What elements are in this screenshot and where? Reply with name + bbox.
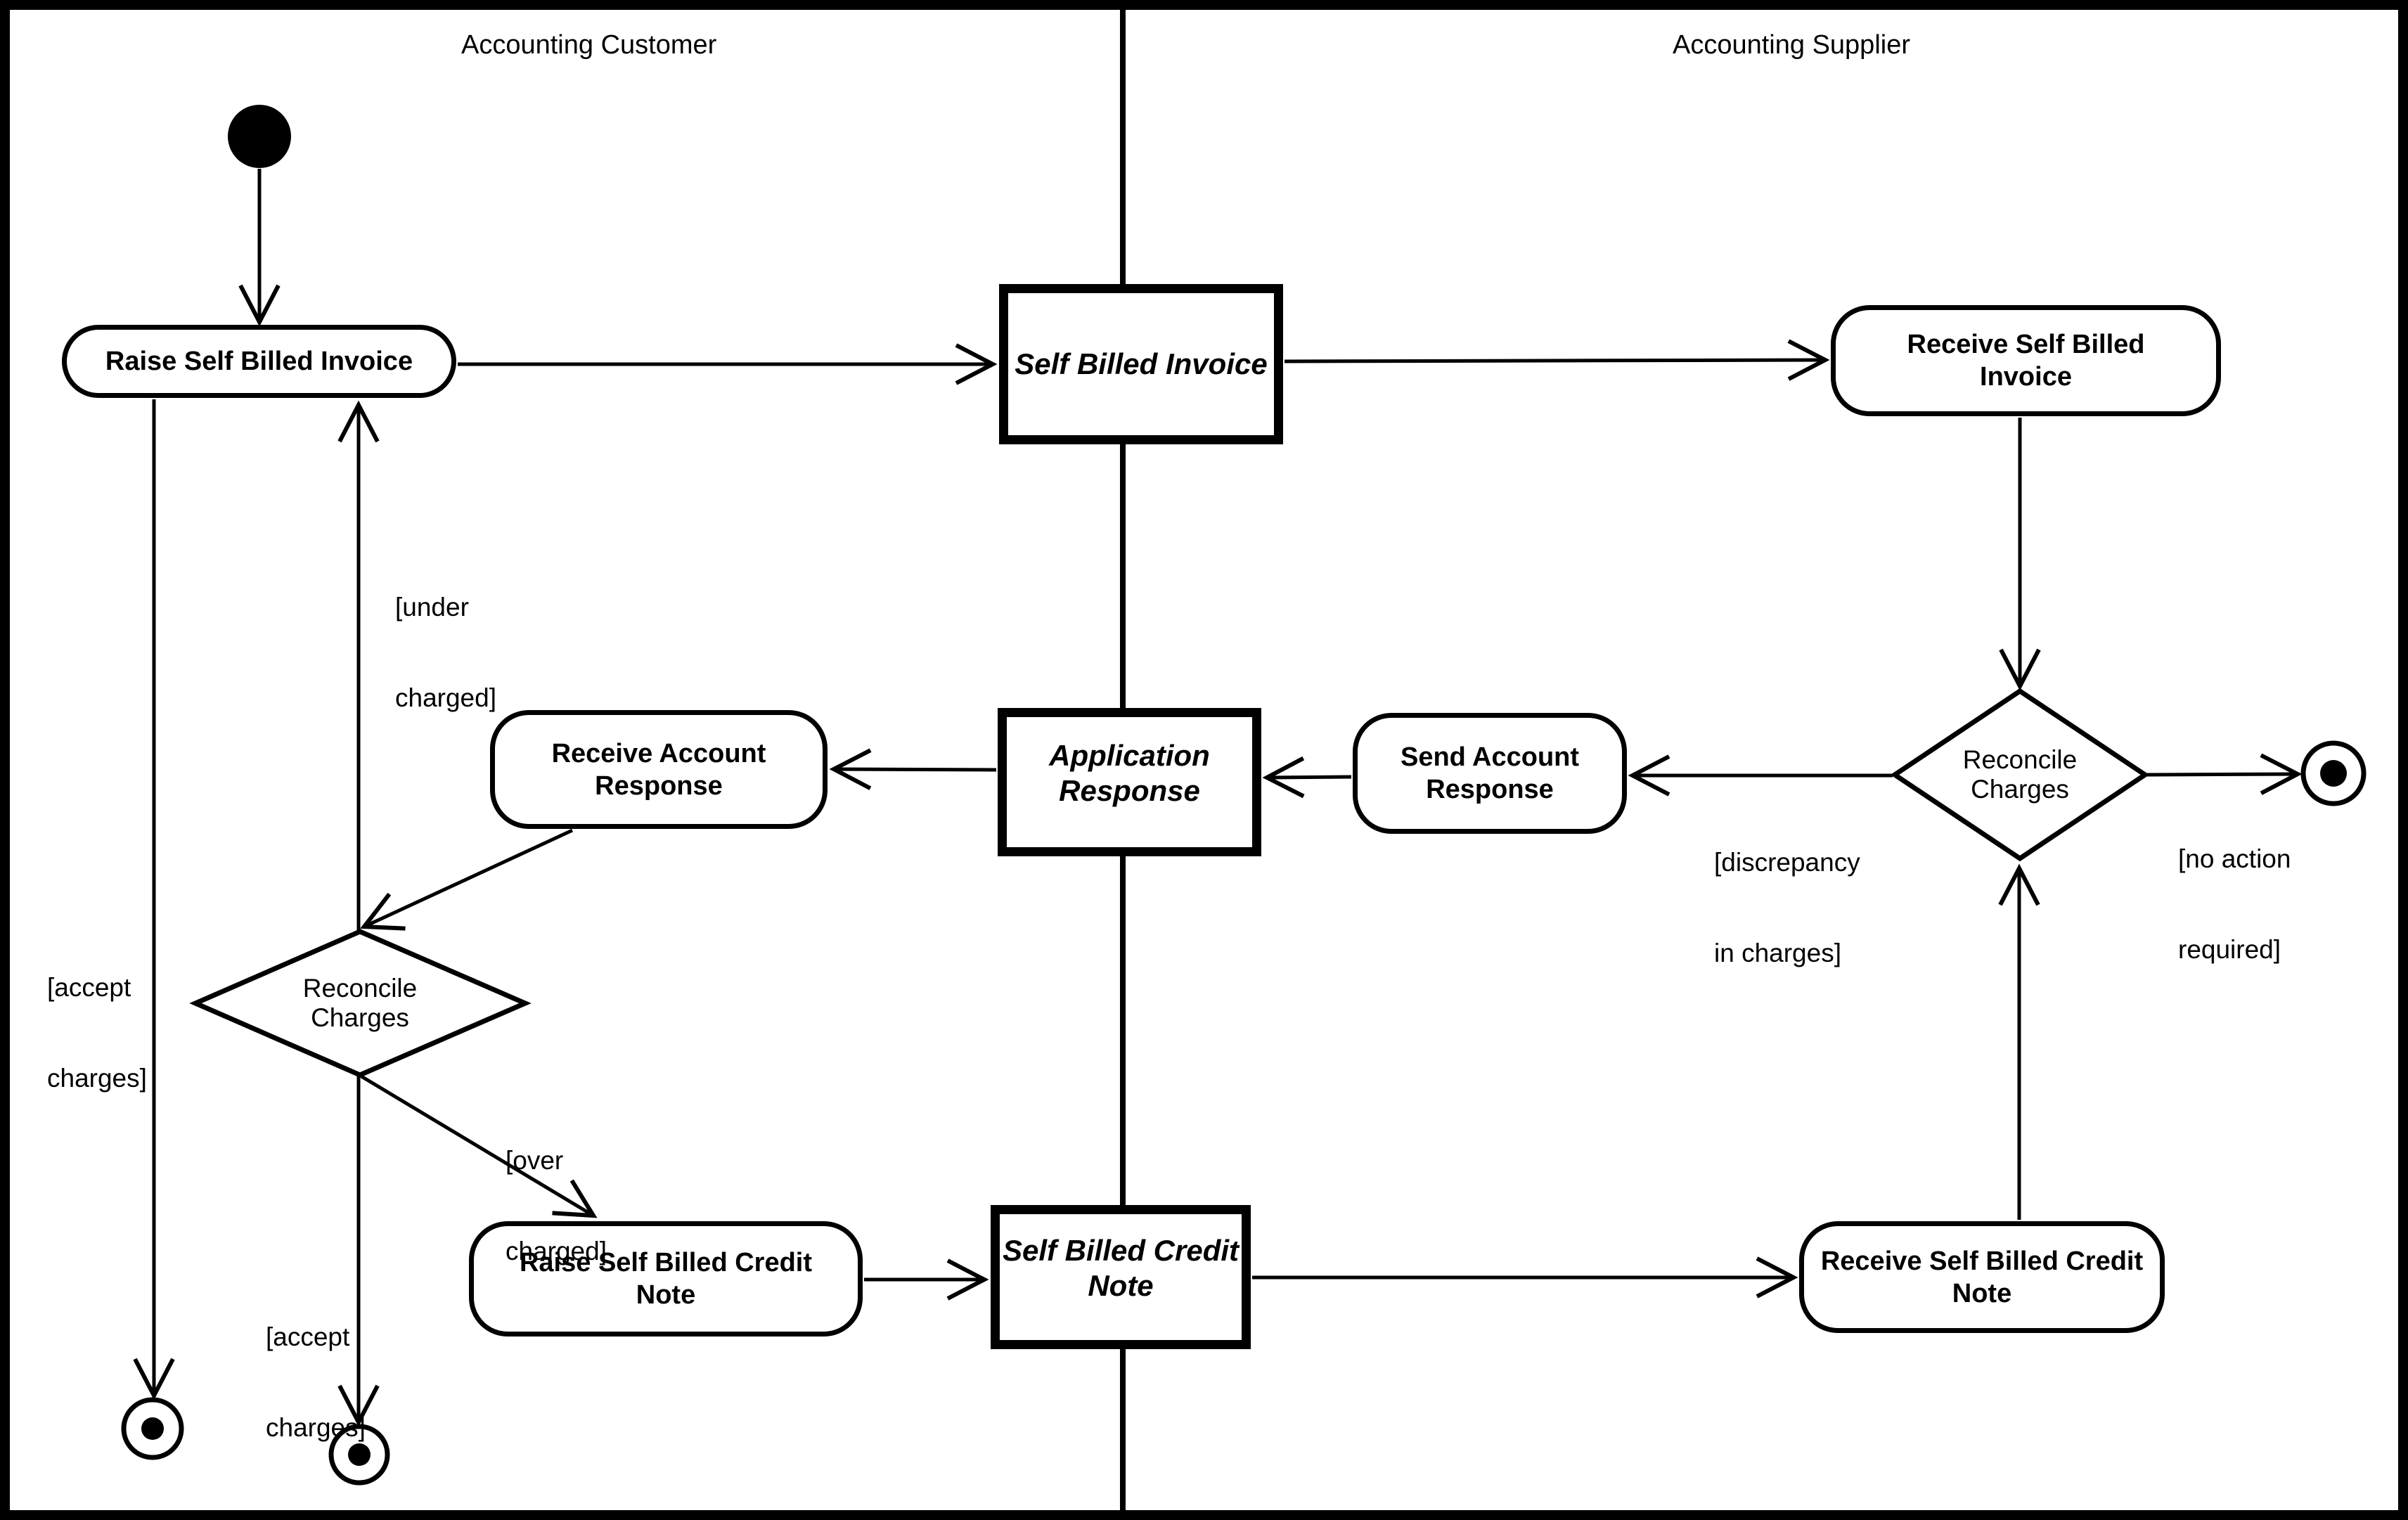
guard-over-charged: [over charged] bbox=[506, 1085, 607, 1327]
decision-reconcile-charges-customer bbox=[189, 929, 532, 1078]
guard-line1: [accept bbox=[47, 973, 131, 1002]
final-node-accept-invoice bbox=[121, 1397, 184, 1460]
activity-label-line1: Raise Self Billed Credit bbox=[519, 1248, 812, 1277]
object-label-line2: Note bbox=[1088, 1268, 1154, 1302]
edge-ar-object-to-receive-ar bbox=[829, 748, 997, 790]
edge-send-ar-to-ar-object bbox=[1262, 756, 1352, 799]
lane-header-accounting-customer: Accounting Customer bbox=[461, 30, 717, 60]
object-label: Self Billed Invoice bbox=[1015, 347, 1268, 380]
edge-supplier-decision-to-final bbox=[2146, 753, 2303, 795]
guard-line1: [accept bbox=[266, 1322, 350, 1351]
final-node-accept-decision bbox=[328, 1424, 390, 1486]
guard-line2: required] bbox=[2178, 935, 2281, 964]
guard-accept-charges-decision: [accept charges] bbox=[266, 1261, 366, 1503]
guard-line2: charges] bbox=[266, 1413, 366, 1442]
activity-label-line1: Receive Self Billed Credit bbox=[1820, 1246, 2144, 1276]
object-self-billed-invoice: Self Billed Invoice bbox=[999, 284, 1283, 444]
object-label-line1: Self Billed Credit bbox=[1002, 1233, 1240, 1267]
object-label-line2: Response bbox=[1059, 773, 1200, 807]
object-self-billed-credit-note: Self Billed Credit Note bbox=[991, 1205, 1251, 1349]
lane-header-accounting-supplier: Accounting Supplier bbox=[1673, 30, 1910, 60]
activity-send-account-response: Send Account Response bbox=[1353, 713, 1627, 834]
guard-line1: [no action bbox=[2178, 844, 2291, 873]
initial-node bbox=[228, 105, 291, 168]
guard-discrepancy-in-charges: [discrepancy in charges] bbox=[1714, 787, 1860, 1029]
activity-label-line2: Note bbox=[636, 1280, 696, 1310]
activity-label-line2: Note bbox=[1952, 1278, 2012, 1308]
activity-receive-self-billed-invoice: Receive Self Billed Invoice bbox=[1831, 305, 2221, 416]
object-label-line1: Application bbox=[1049, 738, 1210, 772]
guard-line2: charged] bbox=[506, 1237, 607, 1265]
guard-line2: in charges] bbox=[1714, 939, 1841, 967]
guard-line2: charges] bbox=[47, 1064, 147, 1093]
guard-line1: [discrepancy bbox=[1714, 848, 1860, 877]
decision-label-line2: Charges bbox=[1971, 775, 2069, 804]
edge-receive-ar-to-customer-decision bbox=[360, 828, 574, 931]
guard-under-charged: [under charged] bbox=[395, 532, 496, 773]
activity-raise-self-billed-invoice: Raise Self Billed Invoice bbox=[62, 325, 456, 398]
guard-line2: charged] bbox=[395, 683, 496, 712]
activity-label-line2: Response bbox=[1426, 775, 1554, 804]
edge-sbi-object-to-receive-sbi bbox=[1284, 339, 1830, 381]
activity-label-line1: Receive Account bbox=[551, 738, 766, 768]
guard-line1: [over bbox=[506, 1146, 564, 1175]
activity-label-line2: Response bbox=[595, 771, 723, 801]
final-node-supplier bbox=[2300, 740, 2367, 806]
activity-label-line1: Receive Self Billed bbox=[1907, 330, 2145, 359]
decision-label-reconcile-charges-customer: Reconcile Charges bbox=[219, 974, 501, 1033]
decision-label-line1: Reconcile bbox=[302, 974, 418, 1003]
decision-label-line2: Charges bbox=[311, 1003, 409, 1032]
decision-label-reconcile-charges-supplier: Reconcile Charges bbox=[1879, 745, 2161, 804]
guard-no-action-required: [no action required] bbox=[2178, 783, 2291, 1025]
activity-label-line1: Send Account bbox=[1400, 742, 1580, 772]
guard-line1: [under bbox=[395, 593, 469, 621]
decision-label-line1: Reconcile bbox=[1962, 745, 2078, 774]
activity-raise-self-billed-credit-note: Raise Self Billed Credit Note bbox=[469, 1221, 863, 1337]
activity-label: Raise Self Billed Invoice bbox=[105, 347, 413, 376]
guard-accept-charges-invoice: [accept charges] bbox=[47, 912, 147, 1154]
edge-customer-decision-to-raise-sbcn-over-charged bbox=[360, 1074, 598, 1218]
diagram-wires bbox=[121, 10, 2367, 1510]
decision-reconcile-charges-supplier bbox=[1890, 688, 2150, 862]
activity-label-line2: Invoice bbox=[1980, 362, 2072, 392]
activity-receive-account-response: Receive Account Response bbox=[490, 710, 828, 829]
activity-receive-self-billed-credit-note: Receive Self Billed Credit Note bbox=[1799, 1221, 2165, 1333]
object-application-response: Application Response bbox=[998, 708, 1261, 856]
